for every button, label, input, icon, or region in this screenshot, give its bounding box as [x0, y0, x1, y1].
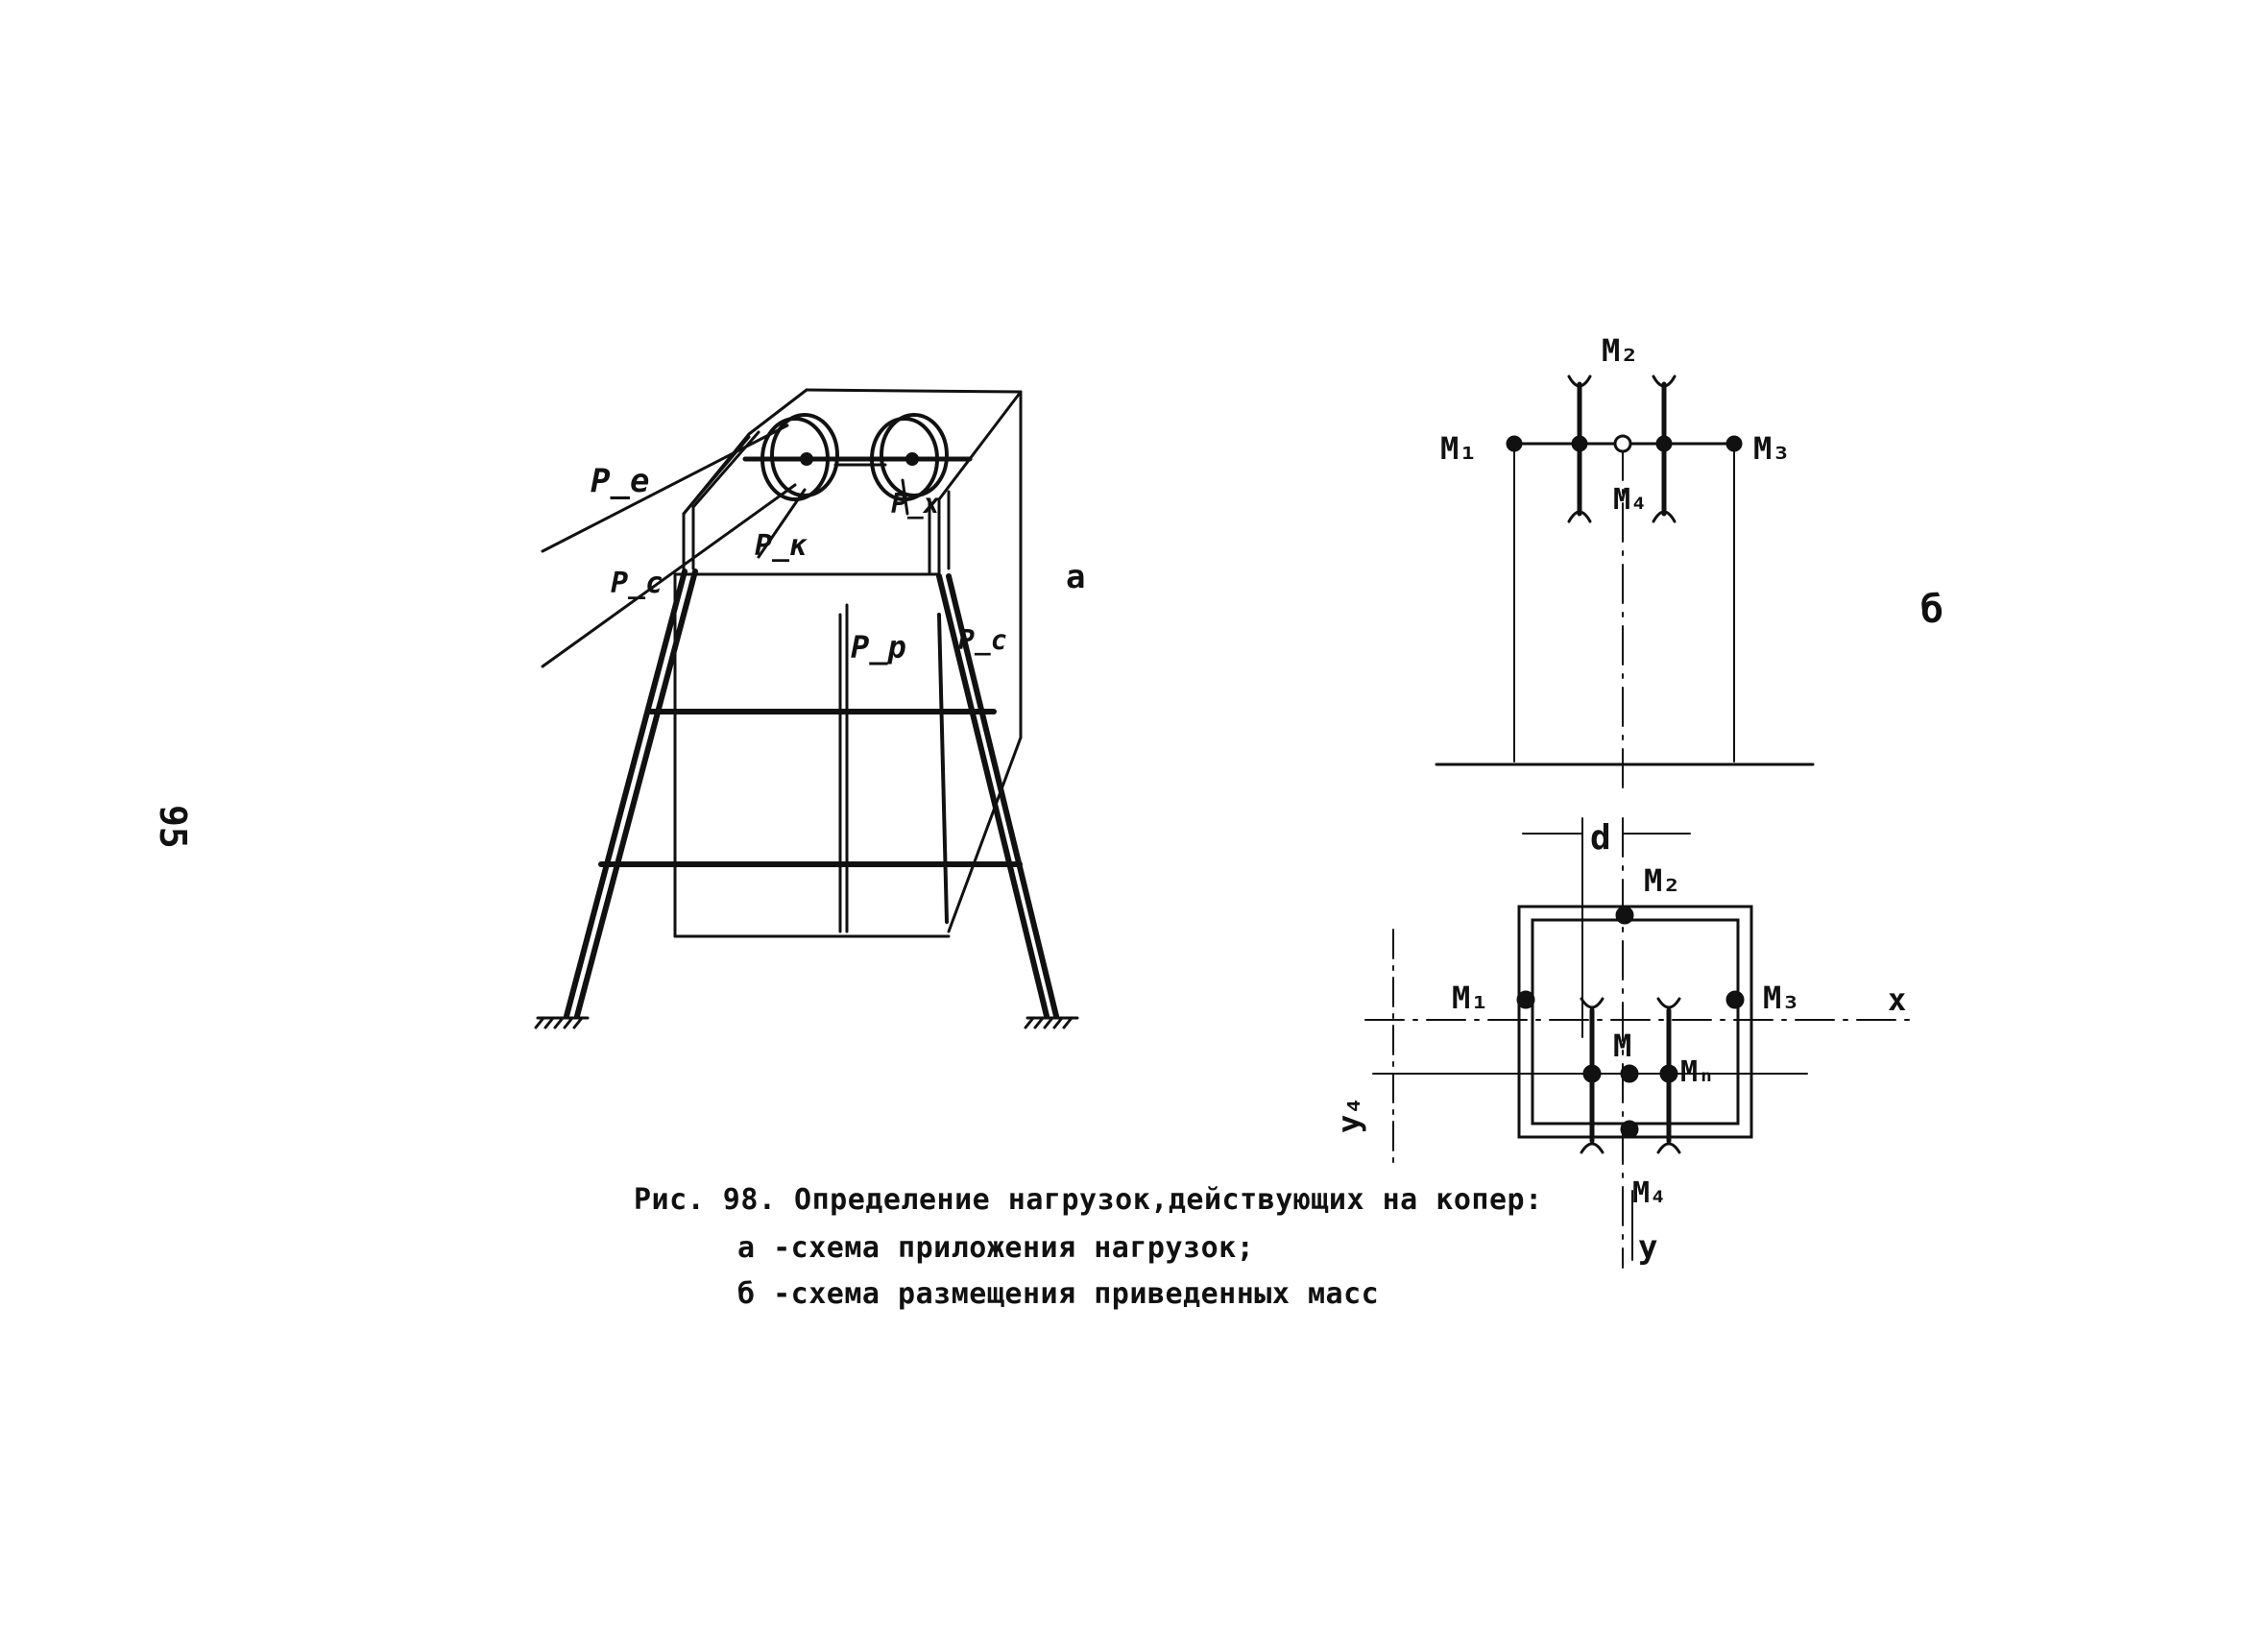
- diagram-a-labels: P_e P_c P_к P_x P_p P_c а: [591, 462, 1085, 666]
- label-pk: P_к: [755, 529, 808, 563]
- label-m2-elev: M₂: [1602, 332, 1639, 369]
- label-x-axis: x: [1888, 981, 1906, 1018]
- sheave-axle: [742, 456, 973, 467]
- label-m2-plan: M₂: [1644, 862, 1681, 899]
- label-m-plan: M: [1613, 1028, 1631, 1064]
- support-left: [534, 1016, 590, 1029]
- mass-m3-plan: [1725, 990, 1745, 1009]
- label-m1-plan: M₁: [1452, 980, 1489, 1016]
- diagram-b-plan: [1364, 817, 1914, 1269]
- label-y4: y₄: [1331, 1096, 1367, 1133]
- label-pc-left: P_c: [611, 567, 663, 600]
- label-pe-left: P_e: [591, 462, 649, 500]
- ropes: [541, 424, 909, 668]
- mass-m1-elev: [1506, 435, 1523, 452]
- mass-m4-plan: [1620, 1120, 1639, 1139]
- caption-line-a: а -схема приложения нагрузок;: [737, 1231, 1255, 1265]
- panel-label-a: а: [1066, 558, 1085, 596]
- caption-line-b: б -схема размещения приведенных масс: [737, 1277, 1380, 1311]
- label-d: d: [1590, 818, 1611, 858]
- mass-m-plan: [1620, 1064, 1639, 1083]
- frame-legs: [564, 569, 1059, 1019]
- label-mn-plan: Mₙ: [1680, 1055, 1715, 1089]
- lead-box: [673, 388, 1023, 938]
- label-m1-elev: M₁: [1440, 430, 1478, 467]
- mass-m3-elev: [1725, 435, 1743, 452]
- label-m3-elev: M₃: [1753, 430, 1791, 467]
- support-right: [1024, 1016, 1079, 1029]
- label-m3-plan: M₃: [1763, 980, 1800, 1016]
- mass-m2-plan: [1615, 906, 1634, 925]
- panel-label-b: б: [1920, 588, 1943, 632]
- mass-m4-elev: [1613, 434, 1632, 453]
- label-pc-right: P_c: [958, 624, 1007, 656]
- label-pp: P_p: [851, 629, 906, 666]
- diagram-a-load-scheme: [534, 388, 1079, 1029]
- diagram-b-plan-labels: d M₂ M₁ M₃ x M Mₙ M₄ y y₄: [1331, 818, 1906, 1267]
- label-y-axis: y: [1638, 1228, 1657, 1267]
- diagram-b-elevation-labels: M₂ M₁ M₃ M₄ б: [1440, 332, 1943, 632]
- page-number: 95: [152, 805, 194, 849]
- cross-braces: [598, 709, 1023, 867]
- caption-title: Рис. 98. Определение нагрузок,действующи…: [634, 1183, 1543, 1217]
- mass-m1-plan: [1516, 990, 1535, 1009]
- label-m4-elev: M₄: [1613, 483, 1648, 517]
- diagram-b-elevation: [1435, 375, 1815, 788]
- label-m4-plan: M₄: [1632, 1176, 1667, 1210]
- label-px: P_x: [891, 488, 940, 520]
